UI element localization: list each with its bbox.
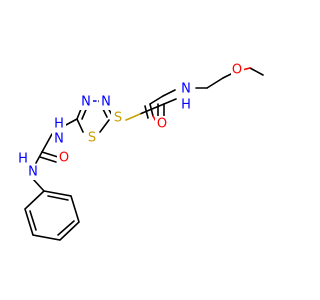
bond-amide-c-ch2: [139, 103, 165, 115]
n-ring-right-bg: [99, 94, 113, 110]
bond-methyl-o: [249, 67, 264, 76]
atom-label-layer: O N H O S N N S H N O H N: [16, 62, 244, 180]
o-urea-label: O: [59, 151, 69, 166]
bond-nh-c: [162, 89, 176, 97]
phenyl-inner-3: [29, 210, 37, 231]
s-ring-label: S: [88, 131, 96, 146]
s-ring-bg: [85, 130, 99, 146]
nh-urea-top-n-bg: [52, 131, 66, 147]
phenyl-inner-2: [57, 220, 75, 236]
nh-urea-bottom-h-label: H: [18, 152, 28, 167]
bond-layer: [24, 67, 264, 241]
bond-ring-c2-s: [76, 118, 84, 133]
o-amide-bg: [155, 116, 169, 132]
bond-ch2b: [206, 77, 224, 89]
nh-amide-n-label: N: [181, 82, 191, 97]
phenyl-inner-1: [47, 195, 69, 201]
s-thioether-label: S: [114, 111, 122, 126]
bond-nh-urea-c: [41, 133, 53, 153]
bond-amide-n-c: [163, 98, 177, 105]
s-thioether-bg: [111, 110, 125, 126]
bond-nh-phenyl: [32, 178, 45, 192]
o-urea-bg: [57, 150, 71, 166]
phenyl-ring: [24, 190, 80, 241]
nh-amide-h-bg: [179, 97, 193, 113]
o-ether-label: O: [232, 63, 242, 78]
nh-urea-bottom-h-bg: [16, 152, 30, 166]
nh-urea-bottom-n-bg: [26, 164, 40, 180]
nh-urea-top-h-label: H: [54, 117, 64, 132]
bond-ch2-s: [125, 113, 141, 121]
o-ether-bg: [231, 62, 244, 78]
nh-urea-top-n-label: N: [54, 132, 64, 147]
bond-urea-c-o: [41, 151, 59, 158]
molecule-structure: O N H O S N N S H N O H N: [16, 62, 264, 241]
bond-urea-c-nh: [35, 151, 43, 164]
bond-urea-c-o2: [39, 156, 57, 163]
bond-c2-nh: [63, 118, 78, 127]
nh-urea-top-h-bg: [52, 117, 66, 131]
nh-urea-bottom-n-label: N: [28, 165, 38, 180]
o-amide-label: O: [157, 117, 167, 132]
bond-c-ch2: [149, 95, 164, 105]
n-ring-right-label: N: [101, 95, 111, 110]
nh-amide-h-label: H: [181, 98, 191, 113]
n-ring-left-label: N: [81, 95, 91, 110]
nh-amide-bg: [179, 81, 193, 97]
bond-ring-s-c5: [99, 119, 110, 133]
n-ring-left-bg: [79, 94, 93, 110]
